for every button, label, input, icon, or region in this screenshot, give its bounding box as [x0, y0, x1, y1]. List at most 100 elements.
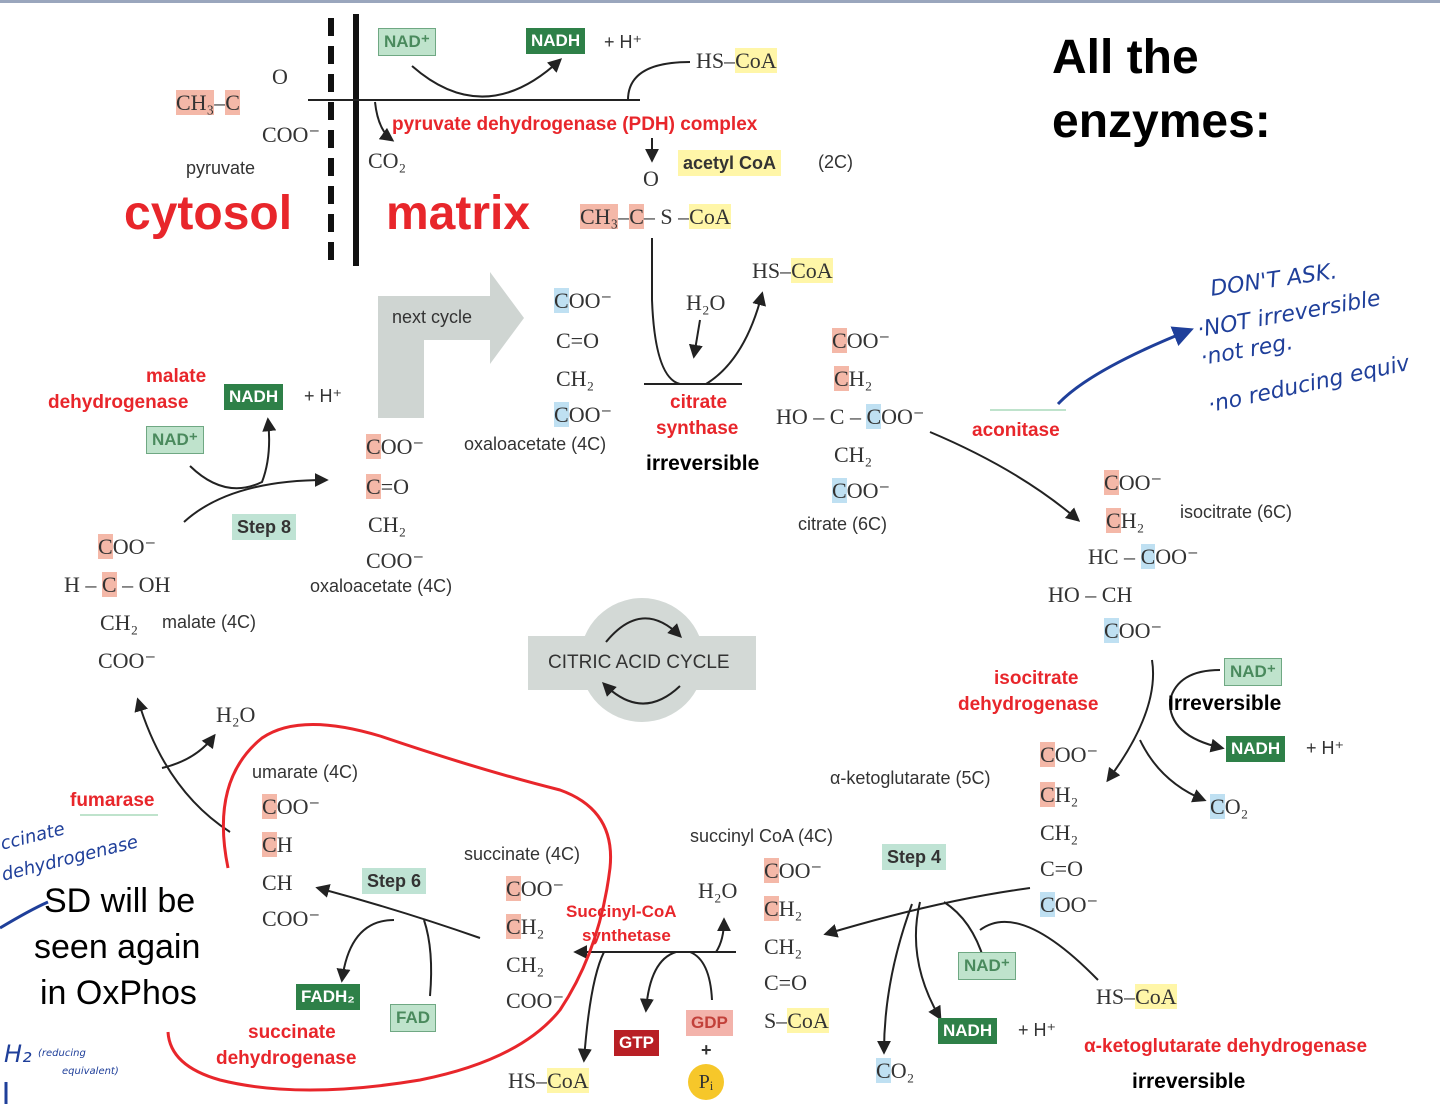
oaa-left-co: C=O: [366, 474, 409, 499]
fumarase-label: fumarase: [70, 790, 155, 811]
fad-badge: FAD: [390, 1004, 436, 1032]
pyruvate-oxygen: O: [272, 64, 288, 89]
isocitrate-hoch: HO – CH: [1048, 582, 1133, 607]
akg-coo2: COO⁻: [1040, 892, 1099, 917]
malate-center: H – C – OH: [64, 572, 171, 597]
malate-coo2: COO⁻: [98, 648, 157, 673]
phosphate-badge: Pᵢ: [688, 1064, 724, 1100]
citrate-ch2b: CH₂: [834, 442, 873, 467]
oaa-left-ch2: CH₂: [368, 512, 407, 537]
acetylcoa-carbons: (2C): [818, 152, 853, 172]
akg-ch2a: CH₂: [1040, 782, 1079, 807]
pdh-hscoa: HS–CoA: [696, 48, 777, 73]
oaa-top-coo1: COO⁻: [554, 288, 613, 313]
pdh-nad-badge: NAD⁺: [378, 28, 436, 56]
mdh-nadh-badge: NADH: [224, 384, 284, 410]
icdh-co2: CO₂: [1210, 794, 1249, 819]
cs-enzyme-line2: synthase: [656, 418, 739, 439]
succinylcoa-scoa: S–CoA: [764, 1008, 829, 1033]
succinylcoa-ch2a: CH₂: [764, 896, 803, 921]
mdh-nad-badge: NAD⁺: [146, 426, 204, 454]
akg-ch2b: CH₂: [1040, 820, 1079, 845]
step-6-badge: Step 6: [362, 868, 427, 894]
sd-note-line1: SD will be: [44, 882, 196, 920]
malate-coo1: COO⁻: [98, 534, 157, 559]
handwritten-h2: H₂: [4, 1040, 32, 1068]
akg-co: C=O: [1040, 856, 1083, 881]
pdh-h-plus: + H⁺: [604, 32, 643, 52]
acetyl-structure: CH₃–C– S –CoA: [580, 204, 731, 229]
fumarate-ch2: CH: [262, 870, 293, 895]
citrate-central: HO – C – COO⁻: [776, 404, 925, 429]
akgdh-co2: CO₂: [876, 1058, 915, 1083]
icdh-h-plus: + H⁺: [1306, 738, 1345, 758]
succinate-coo2: COO⁻: [506, 988, 565, 1013]
scs-water: H₂O: [698, 878, 738, 903]
succinylcoa-label: succinyl CoA (4C): [690, 826, 834, 846]
icdh-irreversible-note: Irreversible: [1168, 692, 1282, 715]
scs-line2: synthetase: [582, 926, 671, 945]
pdh-co2: CO₂: [368, 148, 407, 173]
icdh-nad-badge: NAD⁺: [1224, 658, 1282, 686]
succinylcoa-co: C=O: [764, 970, 807, 995]
cs-irreversible-note: irreversible: [646, 452, 760, 475]
icdh-line1: isocitrate: [994, 668, 1079, 689]
akgdh-hscoa: HS–CoA: [1096, 984, 1177, 1009]
citrate-coo2: COO⁻: [832, 478, 891, 503]
scs-hscoa: HS–CoA: [508, 1068, 589, 1093]
citrate-label: citrate (6C): [798, 514, 888, 534]
next-cycle-arrow: [378, 272, 524, 418]
citric-acid-cycle-label: CITRIC ACID CYCLE: [548, 652, 730, 673]
next-cycle-label: next cycle: [392, 307, 473, 327]
pyruvate-carbonyl: C: [225, 90, 240, 115]
acetylcoa-badge: acetyl CoA: [678, 150, 782, 176]
akg-coo1: COO⁻: [1040, 742, 1099, 767]
handwritten-equivalent: equivalent): [62, 1066, 119, 1077]
fumarate-ch1: CH: [262, 832, 293, 857]
fumarase-water: H₂O: [216, 702, 256, 727]
fumarate-label: umarate (4C): [252, 762, 359, 782]
scs-plus: +: [701, 1040, 712, 1060]
isocitrate-coo1: COO⁻: [1104, 470, 1163, 495]
akgdh-irreversible-note: irreversible: [1132, 1070, 1246, 1093]
akgdh-enzyme-label: α-ketoglutarate dehydrogenase: [1084, 1036, 1368, 1057]
oaa-top-coo2: COO⁻: [554, 402, 613, 427]
fadh2-badge: FADH₂: [296, 984, 360, 1010]
pdh-enzyme-label: pyruvate dehydrogenase (PDH) complex: [392, 114, 758, 135]
title-line-2: enzymes:: [1052, 95, 1271, 148]
mdh-h-plus: + H⁺: [304, 386, 343, 406]
citrate-coo1: COO⁻: [832, 328, 891, 353]
succinate-label: succinate (4C): [464, 844, 581, 864]
sdh-line2: dehydrogenase: [216, 1048, 357, 1069]
gdp-badge: GDP: [686, 1010, 733, 1036]
malate-ch2: CH₂: [100, 610, 139, 635]
pyruvate-structure: CH₃–C: [176, 90, 240, 115]
gtp-badge: GTP: [614, 1030, 659, 1056]
fumarate-coo2: COO⁻: [262, 906, 321, 931]
mdh-line2: dehydrogenase: [48, 392, 189, 413]
succinate-ch2a: CH₂: [506, 914, 545, 939]
citrate-ch2a: CH₂: [834, 366, 873, 391]
cs-enzyme-line1: citrate: [670, 392, 728, 413]
aconitase-label: aconitase: [972, 420, 1060, 441]
isocitrate-label: isocitrate (6C): [1180, 502, 1293, 522]
step-8-badge: Step 8: [232, 514, 297, 540]
sd-note-line2: seen again: [34, 928, 201, 966]
akgdh-h-plus: + H⁺: [1018, 1020, 1057, 1040]
handwritten-reducing: (reducing: [38, 1048, 86, 1059]
matrix-label: matrix: [386, 187, 531, 240]
akgdh-nad-badge: NAD⁺: [958, 952, 1016, 980]
icdh-nadh-badge: NADH: [1226, 736, 1286, 762]
pdh-nadh-badge: NADH: [526, 28, 586, 54]
oaa-left-coo2: COO⁻: [366, 548, 425, 573]
oaa-left-coo1: COO⁻: [366, 434, 425, 459]
acetyl-oxygen: O: [643, 166, 659, 191]
mdh-line1: malate: [146, 366, 207, 387]
sdh-line1: succinate: [248, 1022, 336, 1043]
oaa-top-label: oxaloacetate (4C): [464, 434, 607, 454]
pyruvate-label: pyruvate: [186, 158, 256, 178]
title-line-1: All the: [1052, 31, 1199, 84]
oaa-left-label: oxaloacetate (4C): [310, 576, 453, 596]
scs-line1: Succinyl-CoA: [566, 902, 677, 921]
